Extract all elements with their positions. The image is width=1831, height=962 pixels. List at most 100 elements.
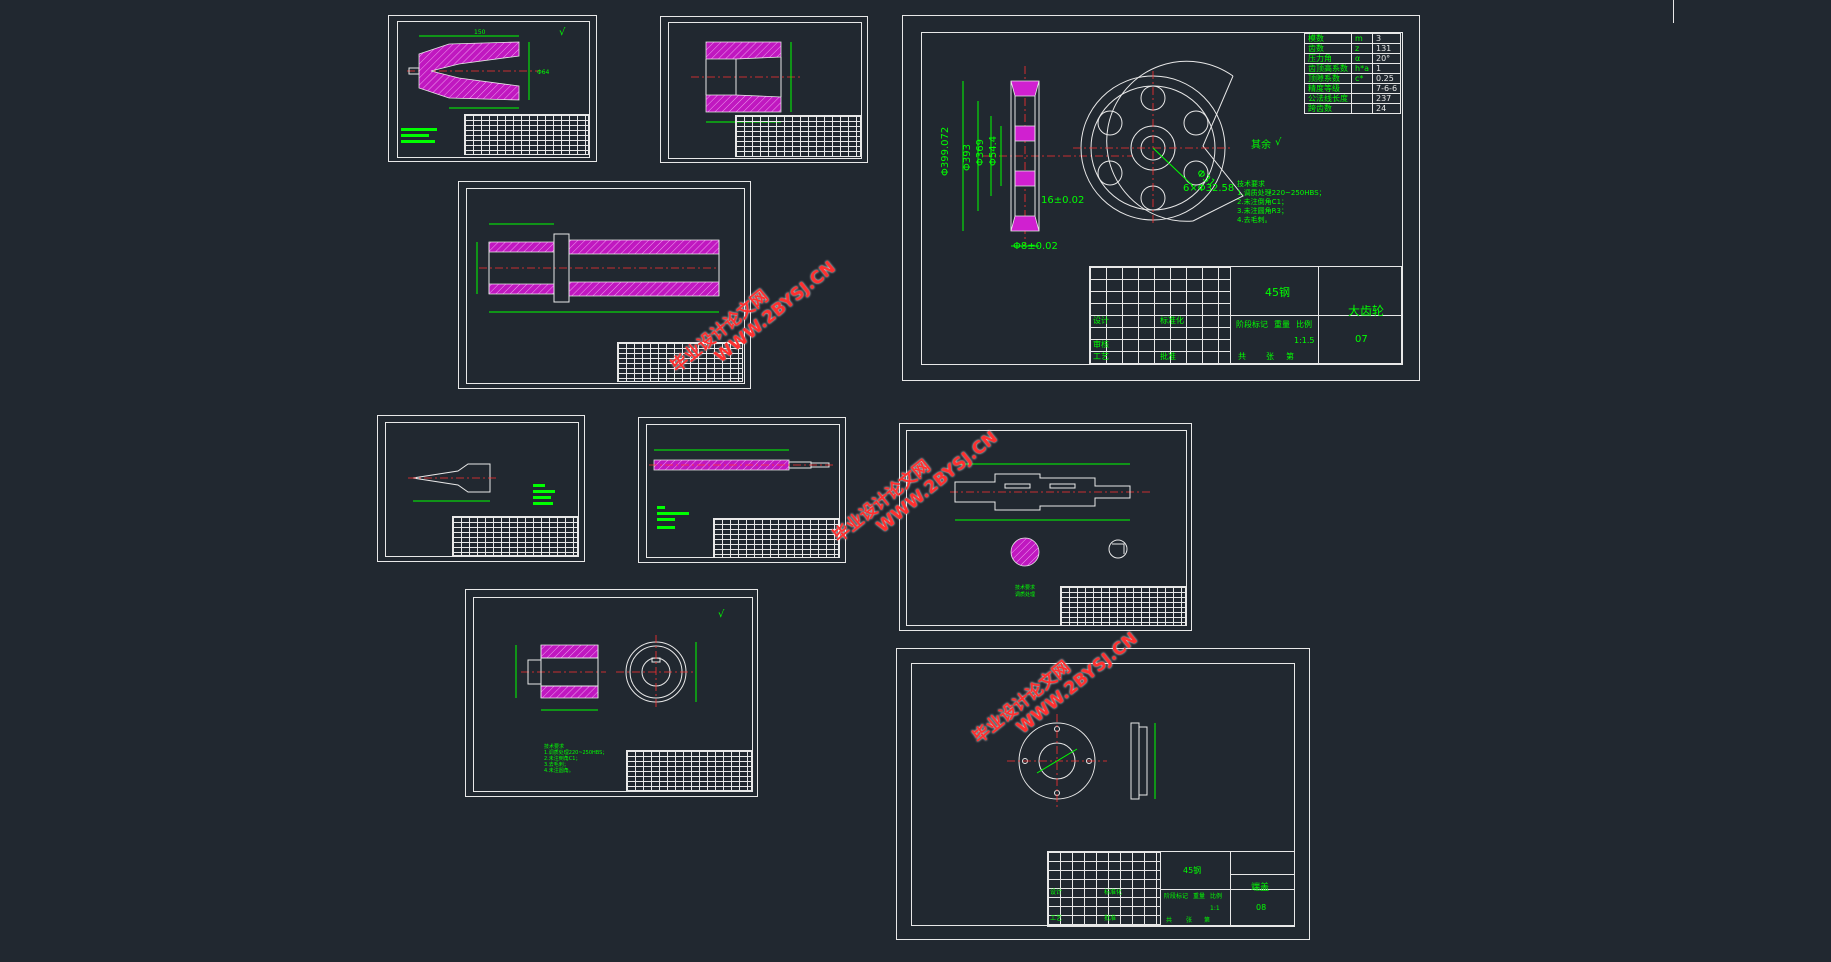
title-block-grid	[1048, 852, 1160, 926]
stage-mark-label: 阶段标记	[1236, 320, 1268, 329]
sheet-inner-border	[921, 32, 1403, 365]
note-bar	[533, 490, 555, 493]
sheet-cone-nozzle[interactable]: Φ64 150 √	[388, 15, 597, 162]
sheet-taper-pin[interactable]	[377, 415, 585, 562]
roughness-symbol: √	[559, 27, 566, 38]
total-label: 共	[1166, 917, 1173, 924]
notes-title: 技术要求	[1237, 180, 1265, 188]
note-line: 4.未注圆角。	[544, 768, 574, 774]
part-name: 大齿轮	[1348, 304, 1385, 318]
stage-mark-label: 阶段标记	[1164, 893, 1189, 900]
big-gear-drawing	[962, 60, 1244, 247]
design-label: 设计	[1050, 889, 1063, 896]
design-label: 设计	[1093, 316, 1109, 325]
sheet-end-cover[interactable]: 45钢 端盖 08 阶段标记 重量 比例 1:1 共 张 第 设计 标准化 工艺…	[896, 648, 1310, 940]
material: 45钢	[1183, 866, 1202, 875]
note-bar	[401, 128, 437, 131]
note-line: 1.调质处理220~250HBS；	[1237, 189, 1326, 197]
sleeve-drawing	[691, 41, 801, 123]
process-label: 工艺	[1050, 915, 1063, 922]
scale-label: 比例	[1296, 320, 1312, 329]
sheet-inner-border	[397, 21, 590, 158]
sheet-inner-border	[466, 188, 745, 384]
sheet-hollow-shaft[interactable]	[458, 181, 751, 389]
note-line: 2.未注倒角C1；	[544, 756, 581, 762]
standard-label: 标准化	[1160, 316, 1184, 325]
note-bar	[533, 484, 545, 487]
sheet-inner-border	[906, 430, 1187, 626]
title-block	[452, 516, 578, 556]
sheet-stepped-shaft[interactable]: 技术要求 调质处理	[899, 423, 1192, 631]
taper-pin-drawing	[408, 463, 498, 502]
sheet-inner-border	[473, 597, 753, 792]
sheets-label: 张	[1266, 352, 1274, 361]
note-line: 3.未注圆角R3；	[1237, 207, 1288, 215]
technical-notes: 技术要求 1.调质处理220~250HBS； 2.未注倒角C1； 3.去毛刺； …	[544, 745, 607, 774]
sheet-inner-border	[385, 422, 579, 557]
hollow-shaft-drawing	[476, 223, 720, 313]
process-label: 工艺	[1093, 352, 1109, 361]
weight-label: 重量	[1274, 320, 1290, 329]
dim-mid-diameter: Φ369	[975, 139, 986, 166]
title-block	[464, 114, 589, 155]
small-gear-drawing	[515, 635, 697, 711]
sheet-inner-border	[668, 22, 862, 159]
dim-hub-width: Φ8±0.02	[1013, 241, 1058, 252]
note-bar	[401, 140, 435, 143]
note-bar	[657, 518, 675, 521]
sheet-lead-screw[interactable]	[638, 417, 846, 563]
cone-nozzle-drawing: Φ64 150	[407, 29, 550, 109]
lead-screw-drawing	[649, 449, 834, 471]
title-block	[735, 115, 861, 157]
scale-label: 比例	[1210, 893, 1223, 900]
drawing-number: 08	[1256, 903, 1267, 912]
stepped-shaft-drawing	[950, 463, 1150, 567]
note-bar	[657, 506, 665, 509]
dim-hub-diameter: Φ54.4	[988, 135, 999, 166]
material: 45钢	[1265, 286, 1290, 299]
title-block	[626, 750, 752, 791]
dim-inner-diameter: Φ393	[962, 144, 973, 171]
sheet-small-gear[interactable]: √ 技术要求 1.调质处理220~250HBS； 2.未注倒角C1； 3.去毛刺…	[465, 589, 758, 797]
notes-title: 技术要求	[1015, 585, 1036, 591]
sheet-sleeve[interactable]	[660, 16, 868, 163]
weight-label: 重量	[1193, 893, 1206, 900]
part-name: 端盖	[1251, 883, 1270, 893]
title-block	[713, 518, 839, 558]
note-bar	[533, 496, 551, 499]
roughness-symbol: √	[718, 609, 725, 620]
sheet-no-label: 第	[1286, 352, 1294, 361]
drawing-number: 07	[1355, 334, 1368, 345]
scale-value: 1:1	[1210, 905, 1220, 912]
note-line: 调质处理	[1015, 592, 1036, 598]
crosshair-cursor	[1673, 0, 1674, 23]
scale-value: 1:1.5	[1294, 336, 1315, 345]
roughness-label: 其余	[1251, 140, 1271, 151]
standard-label: 标准化	[1104, 889, 1123, 896]
sheets-label: 张	[1186, 917, 1193, 924]
roughness-symbol: √	[1275, 137, 1282, 148]
sheet-big-gear[interactable]: Φ399.072 Φ393 Φ369 Φ54.4 16±0.02 Φ8±0.02…	[902, 15, 1420, 381]
dim-hole-pattern: 6×Φ32.58	[1183, 183, 1235, 194]
note-line: 1.调质处理220~250HBS；	[544, 750, 608, 756]
technical-notes: 技术要求 1.调质处理220~250HBS； 2.未注倒角C1； 3.未注圆角R…	[1237, 181, 1326, 224]
note-bar	[657, 526, 675, 529]
title-block-grid	[1090, 267, 1230, 363]
approve-label: 批准	[1160, 352, 1176, 361]
title-block	[1060, 586, 1186, 626]
note-bar	[533, 502, 553, 505]
title-block: 45钢 端盖 08 阶段标记 重量 比例 1:1 共 张 第 设计 标准化 工艺…	[1047, 851, 1295, 927]
dim-width: 16±0.02	[1041, 195, 1085, 206]
title-block	[617, 342, 743, 382]
note-bar	[657, 512, 689, 515]
end-cover-drawing	[1007, 714, 1156, 809]
note-line: 3.去毛刺；	[544, 762, 569, 768]
notes-title: 技术要求	[544, 744, 565, 750]
approve-label: 批准	[1104, 915, 1117, 922]
title-block: 45钢 大齿轮 07 阶段标记 重量 比例 1:1.5 共 张 第 设计 标准化…	[1089, 266, 1402, 364]
note-line: 2.未注倒角C1；	[1237, 198, 1289, 206]
review-label: 审核	[1093, 340, 1109, 349]
svg-text:Φ64: Φ64	[537, 69, 550, 76]
